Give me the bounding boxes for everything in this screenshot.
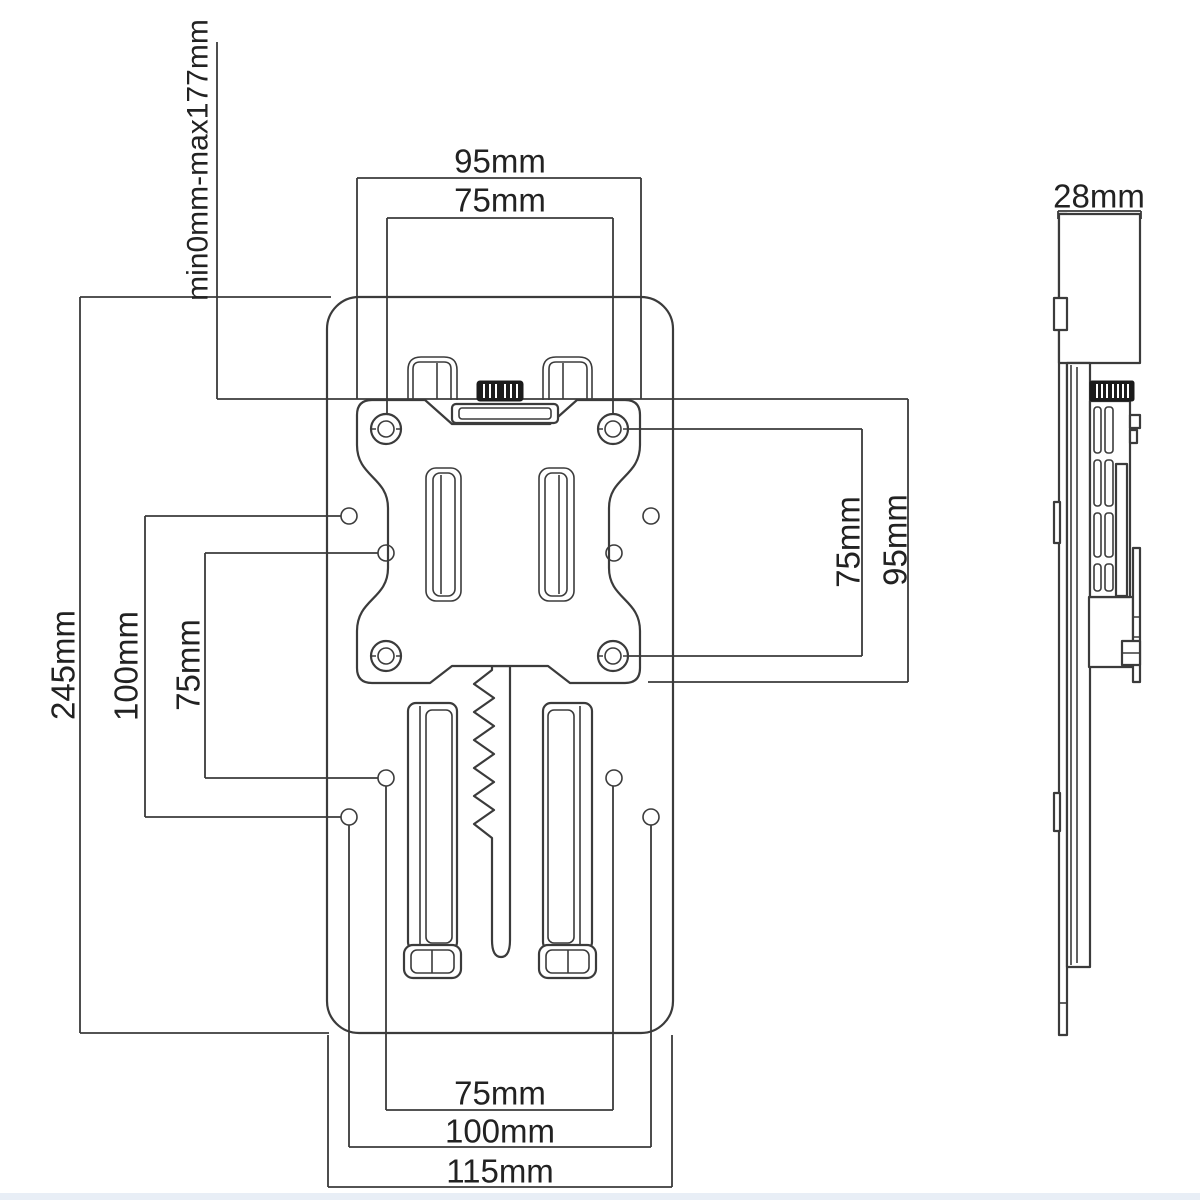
vesa-screw-hole-bottom-right xyxy=(596,639,630,673)
dim-label-left-inner-holes: 75mm xyxy=(170,619,207,711)
dim-line-right-95 xyxy=(648,399,909,683)
front-thumbwheel[interactable] xyxy=(476,380,524,402)
ratchet-strip xyxy=(472,664,512,959)
left-hook-tab xyxy=(407,356,458,400)
dim-line-left-245 xyxy=(79,296,331,1034)
dim-label-left-outer-holes: 100mm xyxy=(108,611,145,721)
dim-line-left-100 xyxy=(144,515,341,818)
side-clamp-arm xyxy=(1131,546,1142,684)
back-plate-holes xyxy=(340,507,660,826)
dim-label-right-vesa-holes: 75mm xyxy=(830,496,867,588)
side-left-bump-lower xyxy=(1052,791,1062,833)
side-right-bar xyxy=(1114,462,1129,598)
side-left-bump-upper xyxy=(1052,500,1062,545)
vesa-plate xyxy=(355,398,642,685)
side-thumbwheel[interactable] xyxy=(1089,380,1135,402)
vesa-screw-hole-top-left xyxy=(369,412,403,446)
front-view xyxy=(325,295,675,1035)
dim-line-bottom-100 xyxy=(348,825,652,1148)
dim-line-bottom-75 xyxy=(385,786,614,1111)
side-ladder-slots xyxy=(1093,406,1114,592)
dim-label-adjust-range: min0mm-max177mm xyxy=(182,19,215,301)
vesa-screw-hole-top-right xyxy=(596,412,630,446)
right-slide-rail xyxy=(537,701,598,980)
latch-bar xyxy=(450,402,560,425)
right-hook-tab xyxy=(542,356,593,400)
dimension-labels: 95mm 75mm min0mm-max177mm 245mm 100mm 75… xyxy=(45,19,1145,1189)
dimension-lines xyxy=(79,42,1142,1188)
dim-label-side-depth: 28mm xyxy=(1053,178,1145,215)
side-right-tab-upper xyxy=(1128,413,1142,430)
dim-line-top-75 xyxy=(386,217,614,414)
vesa-screw-hole-bottom-left xyxy=(369,639,403,673)
dim-line-right-75 xyxy=(629,428,863,657)
side-clamp-knob xyxy=(1120,639,1142,667)
side-view xyxy=(1052,212,1142,1037)
dim-label-top-outer: 95mm xyxy=(454,143,546,180)
right-center-slot xyxy=(538,467,575,602)
side-right-tab-lower xyxy=(1128,428,1139,445)
dim-line-adjust-range xyxy=(216,42,908,400)
dim-label-bottom-outer-holes: 100mm xyxy=(445,1113,555,1150)
dim-label-left-total-height: 245mm xyxy=(45,610,82,720)
dim-line-bottom-115 xyxy=(327,1035,673,1188)
dim-line-left-75 xyxy=(204,552,378,779)
left-center-slot xyxy=(425,467,462,602)
dim-label-bottom-plate-width: 115mm xyxy=(446,1153,554,1190)
dim-line-top-95 xyxy=(356,177,642,399)
dim-line-side-28 xyxy=(1057,210,1142,219)
side-left-tab xyxy=(1052,296,1069,332)
left-slide-rail xyxy=(402,701,463,980)
bottom-edge-band xyxy=(0,1193,1200,1200)
dim-label-right-vesa-plate: 95mm xyxy=(877,494,914,586)
dim-label-top-inner: 75mm xyxy=(454,182,546,219)
side-top-box xyxy=(1057,212,1142,365)
dim-label-bottom-inner-holes: 75mm xyxy=(454,1075,546,1112)
